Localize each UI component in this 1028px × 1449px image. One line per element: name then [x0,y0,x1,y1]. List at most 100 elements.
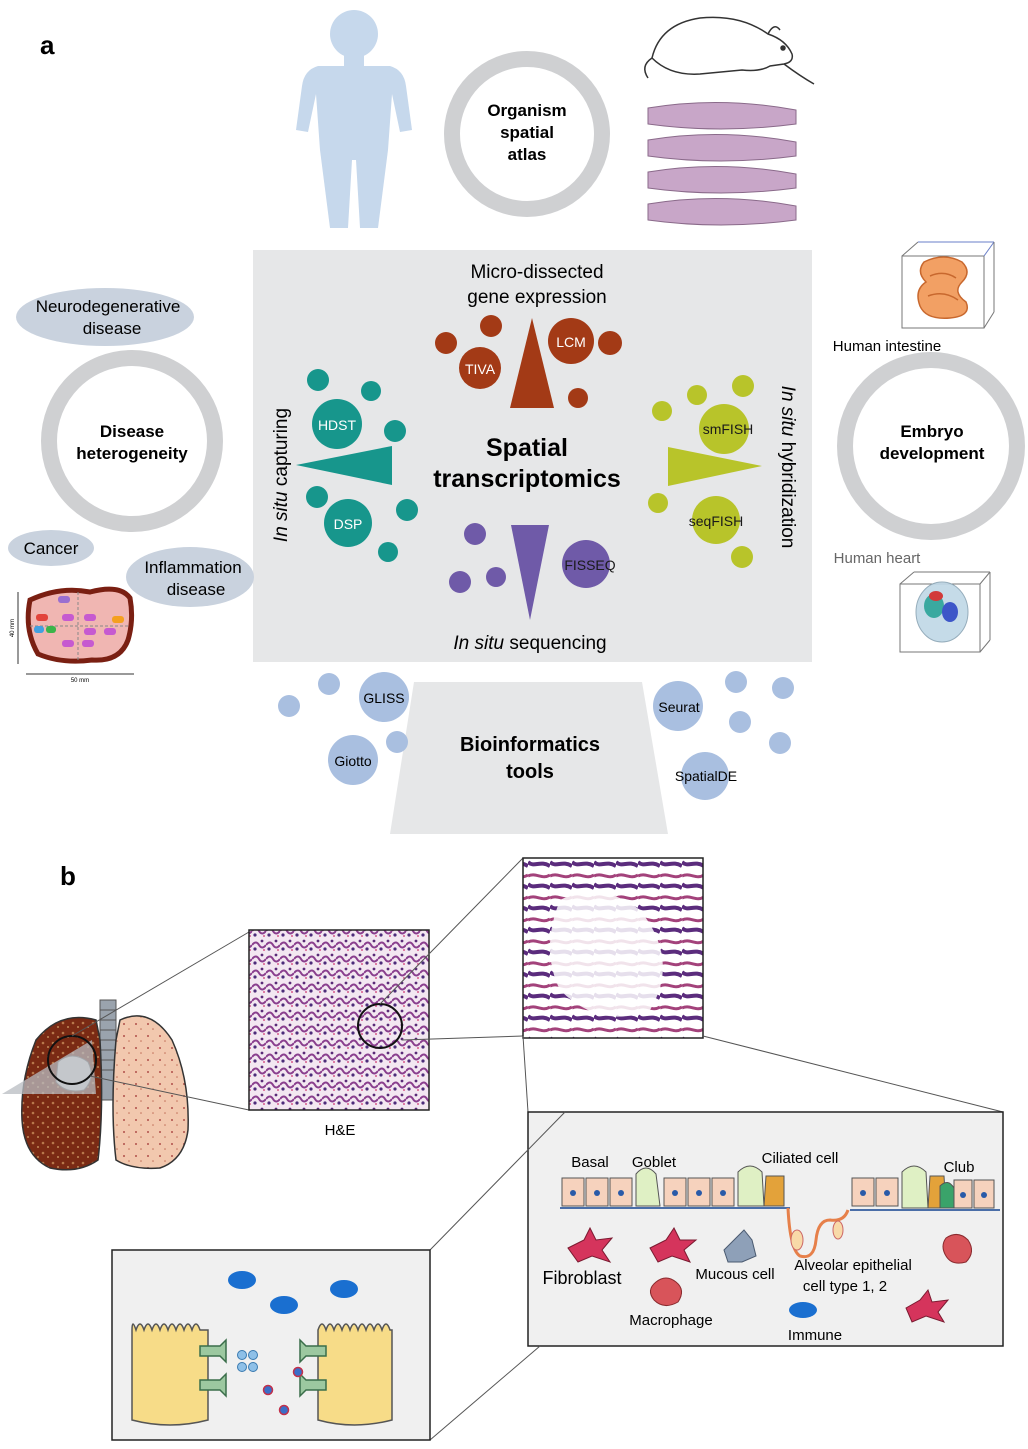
microdissect-wedge [510,318,554,408]
immune-cell-icon [789,1302,817,1318]
cell-label-goblet: Goblet [632,1154,677,1171]
macrophage-icon [942,1234,972,1264]
intestine-box-icon [901,241,995,329]
intestine-label: Human intestine [833,338,941,355]
zoom-line [379,857,524,1005]
human-body-icon [296,10,412,228]
giotto-bubble [328,735,378,785]
tag-seqfish: seqFISH [689,513,743,529]
neuro-label-1: Neurodegenerative [36,297,181,316]
cell-label-macrophage: Macrophage [629,1312,712,1329]
atlas-label-3: atlas [508,145,547,164]
bioinfo-bubbles [278,671,794,800]
atlas-label-2: spatial [500,123,554,142]
capturing-cluster [296,369,418,562]
he-label: H&E [325,1122,356,1139]
tool-giotto: Giotto [334,753,372,769]
heart-label: Human heart [834,550,922,567]
tag-dsp: DSP [334,516,363,532]
center-title-2: transcriptomics [433,465,621,493]
neuro-label-2: disease [83,319,142,338]
tag-tiva: TIVA [465,361,496,377]
ligand-icons [237,1350,304,1416]
zoom-line [702,1035,1004,1113]
zoom-line [429,1345,541,1441]
inflam-label-2: disease [167,580,226,599]
seurat-bubble [653,681,703,731]
zoom-line [71,931,250,1037]
right-epithelial-cell-icon [317,1323,393,1426]
bioinfo-trapezoid [390,682,668,834]
atlas-label-1: Organism [487,101,566,120]
panel-a-label: a [40,30,55,60]
cell-label-alveolar-2: cell type 1, 2 [803,1278,887,1295]
smfish-bubble [699,404,749,454]
tool-seurat: Seurat [658,699,699,715]
dsp-bubble [324,499,372,547]
inflam-ellipse [126,547,254,607]
receptor-icons [199,1338,327,1398]
mouse-icon [644,16,815,85]
microdissect-label-2: gene expression [467,287,606,308]
cell-label-alveolar-1: Alveolar epithelial [794,1257,912,1274]
tissue-slices-icon [647,101,797,226]
epithelium-row [560,1165,1000,1259]
sequencing-wedge [511,525,549,620]
cancer-label: Cancer [24,539,79,558]
atlas-ring [444,51,610,217]
neuro-ellipse [16,288,194,346]
zoom-line [89,1075,250,1111]
cancer-ellipse [8,530,94,566]
mucous-cell-icon [723,1229,757,1263]
capturing-label: In situ capturing [271,408,292,542]
capturing-wedge [296,446,392,485]
hybridization-wedge [668,447,762,486]
cell-label-immune: Immune [788,1327,842,1344]
tiva-bubble [459,347,501,389]
panel-b-label: b [60,861,76,891]
fisseq-bubble [562,540,610,588]
hybridization-cluster [648,375,762,568]
microdissect-label-1: Micro-dissected [470,262,603,283]
immune-signal-icons [228,1271,358,1314]
hybridization-label: In situ hybridization [777,386,798,549]
embryo-ring [837,352,1025,540]
zoom-line [522,1035,529,1113]
embryo-label-2: development [880,444,985,463]
bioinfo-label-2: tools [506,761,554,783]
zoom-line [429,1111,566,1251]
tumor-x-label: 50 mm [71,678,89,684]
spatialde-bubble [681,752,729,800]
tool-gliss: GLISS [363,690,404,706]
tumor-map: 40 mm 50 mm [10,586,135,684]
cell-label-basal: Basal [571,1154,609,1171]
heart-box-icon [899,571,991,653]
tumor-y-label: 40 mm [10,619,16,637]
center-title-1: Spatial [486,434,568,462]
embryo-label-1: Embryo [900,422,963,441]
tag-hdst: HDST [318,417,357,433]
zoom-line [401,1035,524,1041]
sequencing-cluster [449,523,610,620]
seqfish-bubble [692,496,740,544]
disease-label-1: Disease [100,422,164,441]
disease-ring [41,350,223,532]
cell-label-ciliated: Ciliated cell [762,1150,839,1167]
left-epithelial-cell-icon [131,1323,209,1426]
tag-fisseq: FISSEQ [564,557,615,573]
tag-smfish: smFISH [703,421,754,437]
he-image [248,929,430,1111]
fibroblast-cell-icon [567,1226,950,1323]
disease-label-2: heterogeneity [76,444,188,463]
cell-label-mucous: Mucous cell [695,1266,774,1283]
tool-spatialde: SpatialDE [675,768,737,784]
tag-lcm: LCM [556,334,586,350]
microdissect-cluster [435,315,622,408]
inflam-label-1: Inflammation [144,558,241,577]
macrophage-icon [650,1277,682,1306]
cell-label-fibroblast: Fibroblast [542,1268,621,1288]
cell-label-club: Club [944,1159,975,1176]
gliss-bubble [359,672,409,722]
